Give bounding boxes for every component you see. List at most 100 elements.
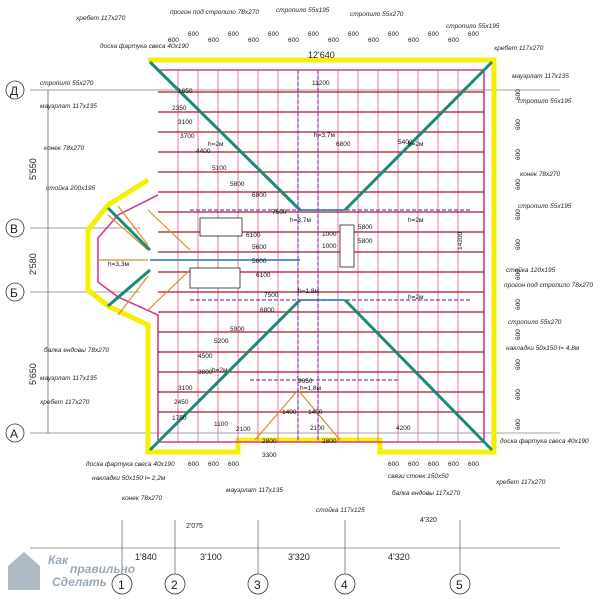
- label-progon-top: прогон под стропило 78х270: [170, 8, 259, 16]
- svg-text:1: 1: [118, 578, 125, 592]
- svg-text:600: 600: [368, 37, 379, 44]
- svg-text:4400: 4400: [196, 148, 211, 155]
- svg-text:600: 600: [168, 37, 179, 44]
- svg-text:h=2м: h=2м: [208, 141, 224, 148]
- svg-text:5: 5: [456, 578, 463, 592]
- svg-text:600: 600: [208, 461, 219, 468]
- svg-text:6800: 6800: [260, 307, 275, 314]
- axis-lines: [30, 89, 560, 575]
- svg-text:h=3,7м: h=3,7м: [290, 217, 311, 224]
- svg-text:600: 600: [515, 149, 522, 160]
- svg-text:5600: 5600: [252, 258, 267, 265]
- svg-text:6100: 6100: [246, 232, 261, 239]
- svg-text:600: 600: [308, 31, 319, 38]
- svg-text:600: 600: [268, 31, 279, 38]
- label-krebet-br: хребет 117х270: [495, 478, 546, 486]
- rafter-lengths: 1650 2350 3100 3700 4400 5100 5800 6800 …: [172, 80, 464, 459]
- svg-text:1650: 1650: [178, 88, 193, 95]
- svg-text:600: 600: [288, 37, 299, 44]
- svg-text:4: 4: [341, 578, 348, 592]
- svg-text:4'320: 4'320: [388, 552, 410, 562]
- bottom-spacing: 600 600 600 600 600 600 600 600: [188, 461, 479, 468]
- label-stropilo-55-195-top: стропило 55х195: [276, 7, 330, 14]
- svg-text:В: В: [10, 222, 18, 236]
- svg-text:600: 600: [248, 37, 259, 44]
- label-stropilo-55-270-r: стропило 55х270: [508, 319, 562, 326]
- svg-text:600: 600: [388, 31, 399, 38]
- svg-text:6800: 6800: [252, 192, 267, 199]
- rafters-horizontal: [158, 91, 484, 413]
- label-mauerlat-b: мауэрлат 117х135: [226, 487, 283, 494]
- label-mauerlat-l2: мауэрлат 117х135: [40, 375, 97, 382]
- axis-cols: 1 2 3 4 5: [111, 573, 471, 595]
- svg-text:600: 600: [408, 461, 419, 468]
- svg-text:5600: 5600: [252, 244, 267, 251]
- heights: h=2м h=3,7м h=1,8м h=3,7м h=2м h=2м h=3,…: [108, 132, 424, 392]
- svg-text:2350: 2350: [172, 105, 187, 112]
- svg-text:h=2м: h=2м: [408, 217, 424, 224]
- label-krebet-top-r: хребет 117х270: [493, 44, 544, 52]
- svg-text:2'075: 2'075: [186, 523, 203, 530]
- svg-text:h=2м: h=2м: [408, 294, 424, 301]
- label-doska-bl: доска фартука свеса 40х190: [86, 460, 175, 468]
- svg-text:1750: 1750: [172, 415, 187, 422]
- svg-text:600: 600: [408, 37, 419, 44]
- svg-text:h=1,8м: h=1,8м: [298, 288, 319, 295]
- svg-text:600: 600: [515, 299, 522, 310]
- label-krebet-top: хребет 117х270: [75, 14, 126, 22]
- svg-text:3700: 3700: [180, 133, 195, 140]
- svg-text:2'580: 2'580: [28, 253, 38, 275]
- svg-text:1000: 1000: [322, 243, 337, 250]
- bottom-dims: 1'840 3'100 3'320 4'320 2'075 4'320: [135, 517, 437, 562]
- ridge-beam: [150, 209, 345, 301]
- svg-text:2: 2: [171, 578, 178, 592]
- svg-text:4200: 4200: [396, 425, 411, 432]
- label-progon-r: прогон под стропило 78х270: [504, 281, 593, 289]
- svg-text:1400: 1400: [282, 409, 297, 416]
- svg-text:600: 600: [468, 461, 479, 468]
- svg-text:5100: 5100: [212, 165, 227, 172]
- svg-text:600: 600: [515, 269, 522, 280]
- svg-text:6100: 6100: [256, 272, 271, 279]
- svg-text:14200: 14200: [457, 232, 464, 250]
- svg-text:Б: Б: [10, 286, 18, 300]
- svg-text:1000: 1000: [322, 231, 337, 238]
- svg-text:3'320: 3'320: [288, 552, 310, 562]
- svg-text:600: 600: [328, 37, 339, 44]
- svg-text:1'840: 1'840: [135, 552, 157, 562]
- svg-text:3'100: 3'100: [200, 552, 222, 562]
- svg-text:600: 600: [515, 359, 522, 370]
- svg-text:5800: 5800: [230, 181, 245, 188]
- svg-text:600: 600: [515, 239, 522, 250]
- svg-text:600: 600: [515, 209, 522, 220]
- posts: [189, 217, 355, 289]
- label-stojka-b: стойка 117х125: [316, 506, 365, 514]
- svg-text:600: 600: [388, 461, 399, 468]
- top-spacing: 600 600 600 600 600 600 600 600 600 600 …: [168, 31, 479, 44]
- svg-text:3100: 3100: [178, 385, 193, 392]
- svg-text:5'550: 5'550: [28, 158, 38, 180]
- svg-text:600: 600: [428, 461, 439, 468]
- svg-text:5200: 5200: [214, 338, 229, 345]
- label-stropilo-55-270-l: стропило 55х270: [40, 80, 94, 87]
- svg-text:1400: 1400: [308, 409, 323, 416]
- svg-text:Д: Д: [10, 84, 18, 98]
- svg-text:2100: 2100: [236, 426, 251, 433]
- label-balka-b: балка ендовы 117х270: [392, 489, 461, 497]
- label-mauerlat-tr: мауэрлат 117х135: [512, 73, 569, 80]
- label-balka-l: балка ендовы 78х270: [44, 346, 109, 354]
- svg-text:600: 600: [188, 31, 199, 38]
- label-svyazi-b: связи стоек 150х50: [388, 473, 449, 480]
- label-stojka-l: стойка 200х195: [46, 184, 96, 192]
- svg-text:h=2м: h=2м: [408, 141, 424, 148]
- label-mauerlat-l: мауэрлат 117х135: [40, 103, 97, 110]
- top-dimension: 12'640: [308, 50, 335, 60]
- svg-text:Как: Как: [48, 553, 69, 567]
- svg-text:600: 600: [228, 31, 239, 38]
- svg-text:2100: 2100: [310, 425, 325, 432]
- label-stropilo-55-195-r2: стропило 55х195: [518, 203, 572, 210]
- hip-rafters: [106, 60, 494, 452]
- right-spacing: 600 600 600 600 600 600 600 600 600 600 …: [515, 89, 522, 430]
- svg-text:600: 600: [228, 461, 239, 468]
